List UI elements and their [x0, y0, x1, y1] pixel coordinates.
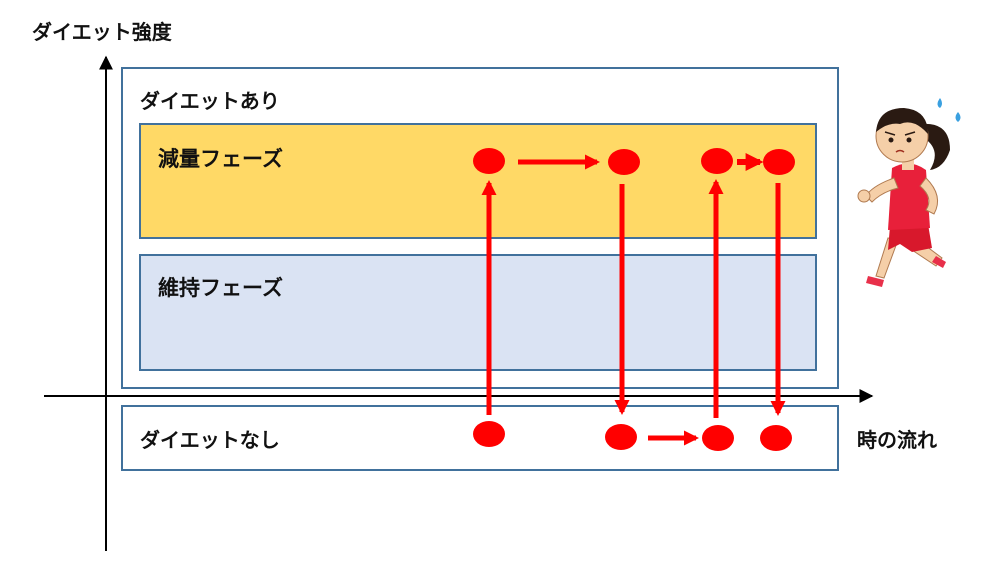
state-marker [763, 149, 795, 175]
state-marker [702, 425, 734, 451]
state-marker [608, 149, 640, 175]
state-marker [473, 148, 505, 174]
state-marker [760, 425, 792, 451]
loss-phase-region [139, 123, 817, 239]
maintain-phase-label: 維持フェーズ [158, 276, 283, 300]
state-marker [473, 421, 505, 447]
with-diet-label: ダイエットあり [140, 89, 280, 113]
state-marker [701, 148, 733, 174]
x-axis-label: 時の流れ [857, 428, 937, 452]
no-diet-label: ダイエットなし [140, 428, 280, 452]
loss-phase-label: 減量フェーズ [158, 147, 283, 171]
maintain-phase-region [139, 254, 817, 371]
state-marker [605, 424, 637, 450]
y-axis-label: ダイエット強度 [32, 20, 172, 44]
running-woman-icon [857, 98, 961, 287]
